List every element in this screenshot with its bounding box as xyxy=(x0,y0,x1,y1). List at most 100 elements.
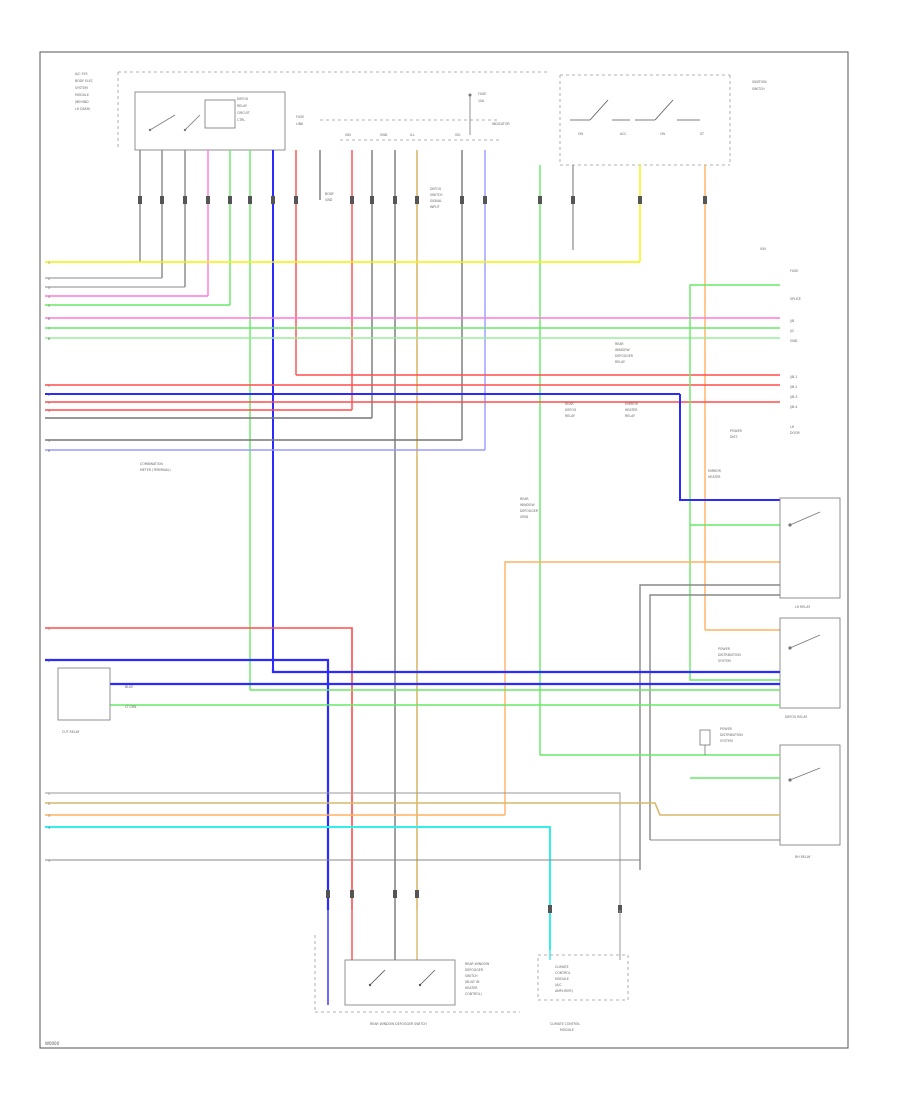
svg-text:BLUE: BLUE xyxy=(125,685,133,689)
svg-text:DISTRIBUTION: DISTRIBUTION xyxy=(718,653,741,657)
svg-text:5: 5 xyxy=(48,859,50,863)
svg-text:4: 4 xyxy=(48,295,50,299)
svg-text:SWITCH: SWITCH xyxy=(752,87,765,91)
svg-text:CONTROL: CONTROL xyxy=(555,971,571,975)
svg-text:5: 5 xyxy=(48,304,50,308)
svg-text:DEFOG RELAY: DEFOG RELAY xyxy=(785,715,807,719)
svg-text:ILL: ILL xyxy=(410,133,415,137)
svg-text:3: 3 xyxy=(48,401,50,405)
svg-text:3: 3 xyxy=(48,286,50,290)
svg-text:RELAY: RELAY xyxy=(565,414,575,418)
svg-text:HEATER: HEATER xyxy=(465,986,478,990)
svg-text:4: 4 xyxy=(48,826,50,830)
svg-text:(A/C: (A/C xyxy=(555,983,562,987)
svg-text:2: 2 xyxy=(48,659,50,663)
svg-text:LH: LH xyxy=(790,425,795,429)
svg-text:8: 8 xyxy=(48,337,50,341)
svg-text:POWER: POWER xyxy=(720,727,733,731)
svg-text:RELAY: RELAY xyxy=(615,360,625,364)
svg-text:MODULE: MODULE xyxy=(555,977,569,981)
svg-text:(BEHIND: (BEHIND xyxy=(75,100,89,104)
svg-text:CLIMATE: CLIMATE xyxy=(555,965,569,969)
svg-text:A/C SYS: A/C SYS xyxy=(75,72,88,76)
main-switch: REAR WINDOW DEFOGGER SWITCH (BUILT IN HE… xyxy=(314,910,520,1026)
svg-text:LH RELAY: LH RELAY xyxy=(795,605,810,609)
mirror-relay-box xyxy=(779,617,841,709)
svg-text:SYSTEM: SYSTEM xyxy=(75,86,88,90)
defog-relay-box xyxy=(779,497,841,599)
svg-text:COMBINATION: COMBINATION xyxy=(140,462,163,466)
svg-text:REAR WINDOW DEFOGGER SWITCH: REAR WINDOW DEFOGGER SWITCH xyxy=(370,1022,427,1026)
svg-text:DOOR: DOOR xyxy=(790,431,800,435)
svg-text:LT GRN: LT GRN xyxy=(125,705,137,709)
svg-text:1: 1 xyxy=(48,792,50,796)
svg-text:ON: ON xyxy=(578,132,584,136)
svg-text:IGNITION: IGNITION xyxy=(752,80,767,84)
svg-text:MIRROR: MIRROR xyxy=(625,402,639,406)
ignition-switch: IGNITION SWITCH ON ACC ON ST xyxy=(559,74,767,166)
svg-text:ST: ST xyxy=(700,132,704,136)
svg-text:AMPLIFIER): AMPLIFIER) xyxy=(555,989,573,993)
svg-text:6: 6 xyxy=(48,449,50,453)
svg-text:10A: 10A xyxy=(478,99,485,103)
horizontal-wire-bus-middle xyxy=(45,627,780,910)
svg-text:INPUT: INPUT xyxy=(430,205,440,209)
left-edge-labels: 1 2 3 4 5 6 7 8 1 2 3 4 5 6 COMBINATION … xyxy=(48,261,171,472)
svg-text:LH DASH): LH DASH) xyxy=(75,107,90,111)
svg-text:DEFOG: DEFOG xyxy=(565,408,577,412)
svg-text:FUSE: FUSE xyxy=(296,115,304,119)
svg-text:J/B-3: J/B-3 xyxy=(789,395,797,399)
svg-text:2: 2 xyxy=(48,393,50,397)
bottom-connector-pins xyxy=(326,890,622,913)
right-harness xyxy=(504,284,780,870)
svg-text:GND: GND xyxy=(380,133,388,137)
svg-text:1: 1 xyxy=(48,627,50,631)
svg-text:BODY ELEC: BODY ELEC xyxy=(75,79,94,83)
connector-pins xyxy=(138,196,707,204)
mirror-heater-symbol xyxy=(699,729,711,755)
svg-text:3: 3 xyxy=(48,814,50,818)
footer-code: W0000 xyxy=(45,1041,60,1046)
svg-text:WINDOW: WINDOW xyxy=(615,348,630,352)
right-connector-labels: IGN FUSE SPLICE J/B J/C GND J/B-1 J/B-2 … xyxy=(520,247,801,519)
svg-text:DEFOGGER: DEFOGGER xyxy=(520,509,539,513)
svg-text:ACC: ACC xyxy=(620,132,627,136)
wire-labels-center: DEFOG SWITCH SIGNAL INPUT BODY GND xyxy=(325,187,443,209)
svg-text:HEATER: HEATER xyxy=(708,475,721,479)
svg-text:6: 6 xyxy=(48,317,50,321)
svg-text:J/B-1: J/B-1 xyxy=(789,375,797,379)
svg-text:POWER: POWER xyxy=(730,429,743,433)
svg-text:1: 1 xyxy=(48,384,50,388)
svg-text:SWITCH: SWITCH xyxy=(430,193,443,197)
svg-text:5: 5 xyxy=(48,439,50,443)
svg-text:CIRCUIT: CIRCUIT xyxy=(237,111,250,115)
svg-text:LINK: LINK xyxy=(296,122,304,126)
horizontal-wire-bus-lower xyxy=(45,792,780,950)
svg-text:SWITCH: SWITCH xyxy=(465,974,478,978)
svg-text:J/B-4: J/B-4 xyxy=(789,405,797,409)
svg-text:DEFOG: DEFOG xyxy=(237,97,249,101)
top-vertical-wires xyxy=(139,150,706,910)
combination-meter: FUSE 10A INDICATOR IGN GND ILL SIG FUSE … xyxy=(296,92,510,141)
svg-text:4: 4 xyxy=(48,409,50,413)
svg-text:FUSE: FUSE xyxy=(478,92,486,96)
svg-text:REAR: REAR xyxy=(520,497,529,501)
relay-box-labels: LH RELAY DEFOG RELAY RH RELAY POWER DIST… xyxy=(718,605,811,859)
top-left-component: A/C SYS BODY ELEC SYSTEM MODULE (BEHIND … xyxy=(75,71,550,151)
svg-text:ON: ON xyxy=(660,132,666,136)
svg-text:CONTROL): CONTROL) xyxy=(465,992,482,996)
cut-relay: CUT RELAY BLUE LT GRN xyxy=(57,667,137,734)
svg-text:HEATER: HEATER xyxy=(625,408,638,412)
svg-text:CUT RELAY: CUT RELAY xyxy=(62,730,80,734)
svg-text:RELAY: RELAY xyxy=(237,104,247,108)
diagram-border xyxy=(39,51,849,1049)
svg-text:RELAY: RELAY xyxy=(625,414,635,418)
relay-boxes xyxy=(779,497,841,846)
svg-text:CTRL: CTRL xyxy=(237,118,245,122)
svg-text:J/B-2: J/B-2 xyxy=(789,385,797,389)
svg-text:IGN: IGN xyxy=(345,133,351,137)
svg-text:DISTRIBUTION: DISTRIBUTION xyxy=(720,733,743,737)
svg-text:REAR: REAR xyxy=(565,402,574,406)
svg-text:SIG: SIG xyxy=(455,133,461,137)
